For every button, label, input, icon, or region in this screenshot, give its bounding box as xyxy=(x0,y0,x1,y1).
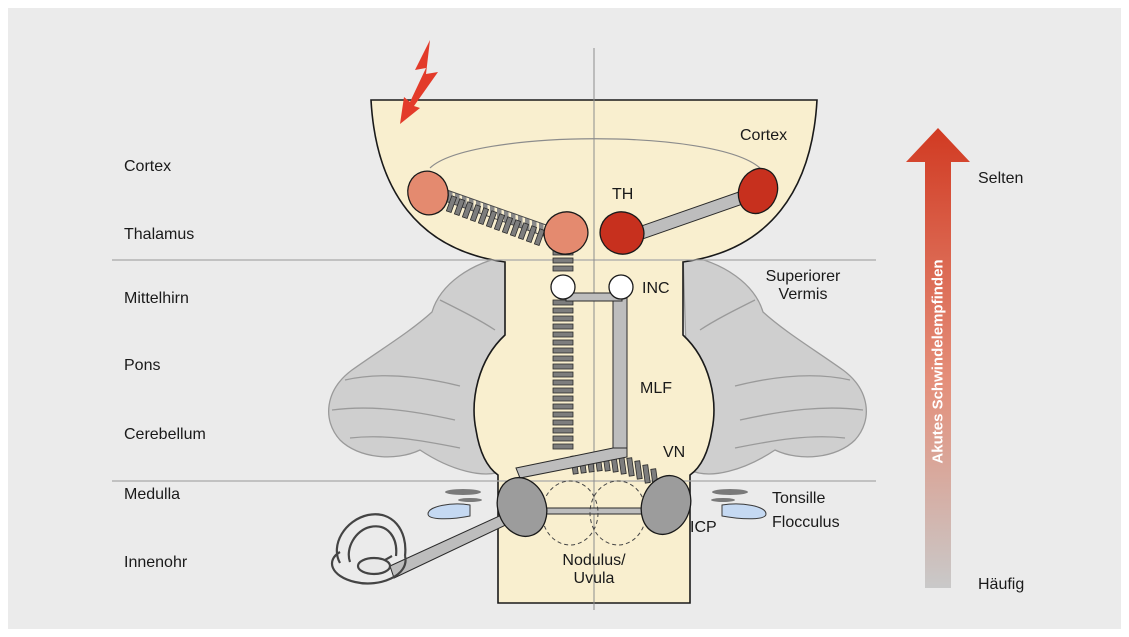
label-inc: INC xyxy=(642,280,670,298)
label-vn: VN xyxy=(663,444,685,462)
inc-left xyxy=(551,275,575,299)
frequency-bottom-label: Häufig xyxy=(978,576,1024,594)
label-superior-vermis-line2: Vermis xyxy=(758,286,848,304)
level-cerebellum: Cerebellum xyxy=(124,426,206,444)
label-flocculus: Flocculus xyxy=(772,514,840,532)
label-icp: ICP xyxy=(690,519,717,537)
level-medulla: Medulla xyxy=(124,486,180,504)
label-superior-vermis-line1: Superiorer xyxy=(758,268,848,286)
frequency-top-label: Selten xyxy=(978,170,1023,188)
label-tonsille: Tonsille xyxy=(772,490,825,508)
level-cortex: Cortex xyxy=(124,158,171,176)
level-thalamus: Thalamus xyxy=(124,226,194,244)
label-mlf: MLF xyxy=(640,380,672,398)
level-pons: Pons xyxy=(124,357,160,375)
label-superior-vermis: Superiorer Vermis xyxy=(758,268,848,305)
label-th: TH xyxy=(612,186,633,204)
frequency-axis-title: Akutes Schwindelempfinden xyxy=(930,257,947,467)
label-nodulus-uvula: Nodulus/ Uvula xyxy=(545,552,643,589)
level-mittelhirn: Mittelhirn xyxy=(124,290,189,308)
level-innenohr: Innenohr xyxy=(124,554,187,572)
label-nodulus-line2: Uvula xyxy=(545,570,643,588)
inc-right xyxy=(609,275,633,299)
label-cortex: Cortex xyxy=(740,127,787,145)
label-nodulus-line1: Nodulus/ xyxy=(545,552,643,570)
